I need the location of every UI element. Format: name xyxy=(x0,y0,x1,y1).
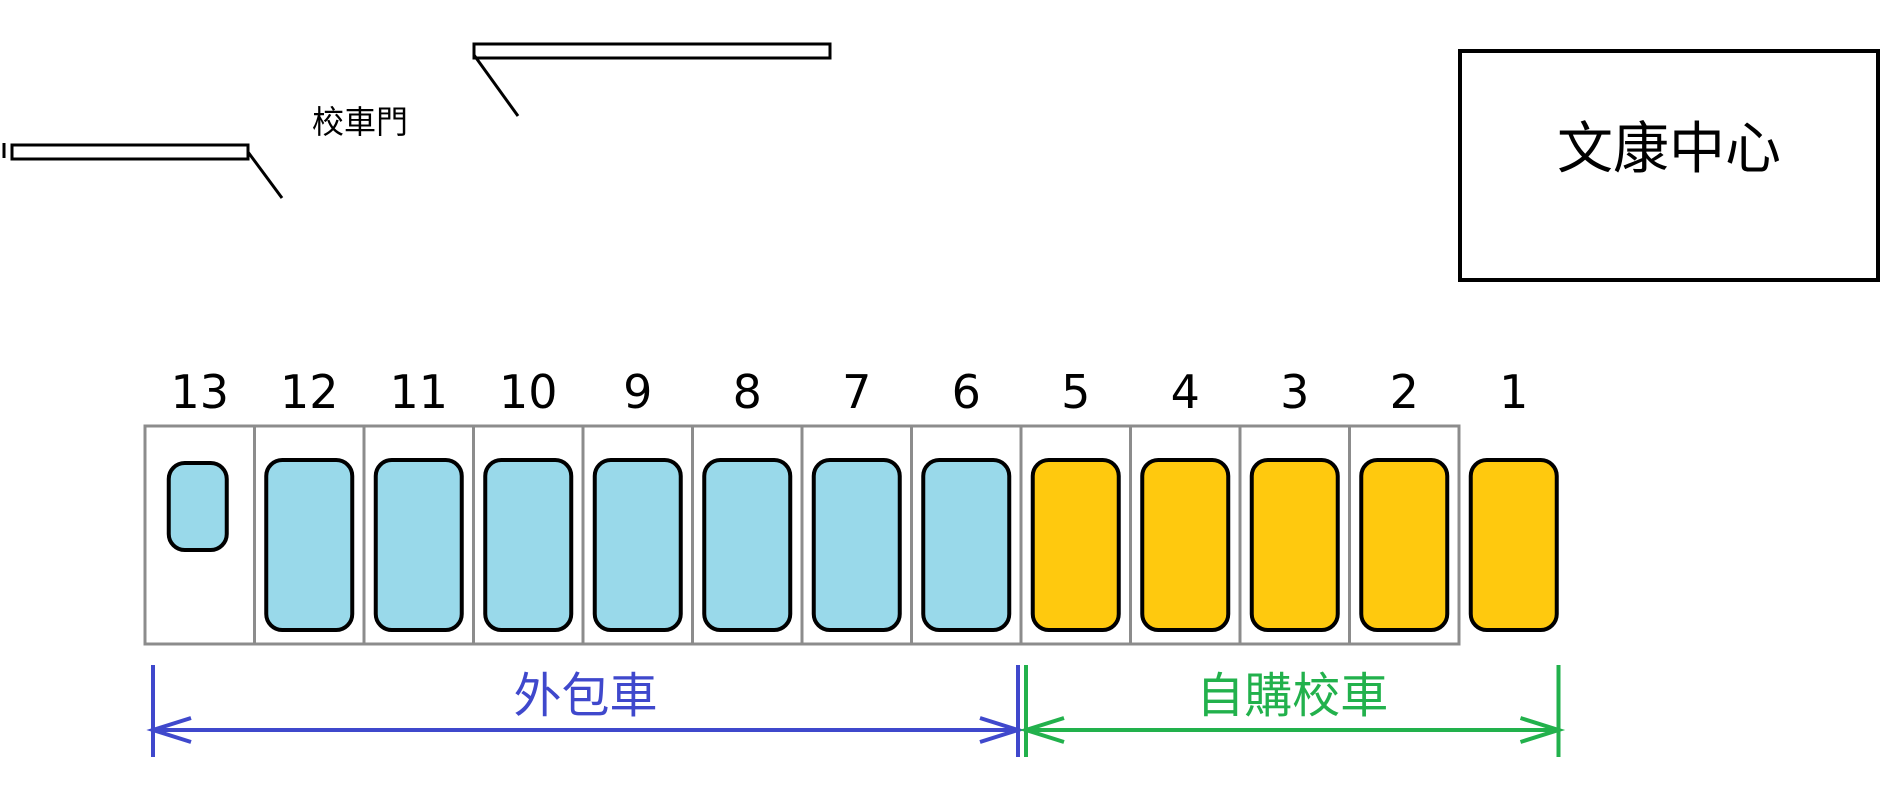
group-arrowhead-left xyxy=(1019,716,1065,744)
parking-slot-5: 5 xyxy=(1030,365,1121,632)
slot-number-label: 12 xyxy=(280,365,339,419)
bus-9 xyxy=(592,458,683,632)
slot-number-label: 9 xyxy=(623,365,652,419)
building-label: 文康中心 xyxy=(1557,117,1781,182)
gate-left-swing-line xyxy=(246,151,284,199)
slot-number-label: 4 xyxy=(1171,365,1200,419)
bus-4 xyxy=(1140,458,1231,632)
slot-number-label: 2 xyxy=(1390,365,1419,419)
parking-slot-11: 11 xyxy=(373,365,464,632)
bus-1 xyxy=(1468,458,1559,632)
gate-left xyxy=(2,143,284,199)
parking-slot-7: 7 xyxy=(811,365,902,632)
parking-slot-9: 9 xyxy=(592,365,683,632)
parking-slot-10: 10 xyxy=(483,365,574,632)
gate-right xyxy=(472,42,832,117)
gate-label: 校車門 xyxy=(312,103,408,141)
building: 文康中心 xyxy=(1458,49,1880,282)
group-arrowhead-left xyxy=(146,716,192,744)
bus-8 xyxy=(702,458,793,632)
parking-slot-2: 2 xyxy=(1359,365,1450,632)
gate-right-bar xyxy=(472,42,832,60)
group-indicators: 外包車 自購校車 xyxy=(146,665,1566,757)
building-box xyxy=(1458,49,1880,282)
bus-5 xyxy=(1030,458,1121,632)
bus-10 xyxy=(483,458,574,632)
bus-13 xyxy=(166,461,229,552)
gate-right-swing-line xyxy=(472,54,520,117)
slot-number-label: 1 xyxy=(1499,365,1528,419)
slot-number-label: 3 xyxy=(1280,365,1309,419)
group-arrowhead-right xyxy=(979,716,1025,744)
group-label: 自購校車 xyxy=(1196,668,1388,724)
slot-number-label: 13 xyxy=(170,365,229,419)
bus-2 xyxy=(1359,458,1450,632)
bus-7 xyxy=(811,458,902,632)
slot-number-label: 10 xyxy=(499,365,558,419)
parking-slot-12: 12 xyxy=(264,365,355,632)
bus-11 xyxy=(373,458,464,632)
group-owned: 自購校車 xyxy=(1019,665,1566,757)
parking-slot-3: 3 xyxy=(1249,365,1340,632)
parking-lot: 13 12 11 10 9 8 7 6 5 4 3 2 1 xyxy=(143,365,1559,646)
bus-3 xyxy=(1249,458,1340,632)
group-label: 外包車 xyxy=(513,668,657,724)
parking-slot-4: 4 xyxy=(1140,365,1231,632)
slot-number-label: 6 xyxy=(952,365,981,419)
parking-slot-13: 13 xyxy=(166,365,229,552)
slot-number-label: 5 xyxy=(1061,365,1090,419)
bus-12 xyxy=(264,458,355,632)
group-contract: 外包車 xyxy=(146,665,1025,757)
slot-number-label: 11 xyxy=(389,365,448,419)
parking-slot-8: 8 xyxy=(702,365,793,632)
gate-left-bar xyxy=(10,143,250,161)
bus-6 xyxy=(921,458,1012,632)
group-arrowhead-right xyxy=(1519,716,1566,744)
slot-number-label: 8 xyxy=(733,365,762,419)
parking-slot-6: 6 xyxy=(921,365,1012,632)
parking-slot-1: 1 xyxy=(1468,365,1559,632)
slot-number-label: 7 xyxy=(842,365,871,419)
